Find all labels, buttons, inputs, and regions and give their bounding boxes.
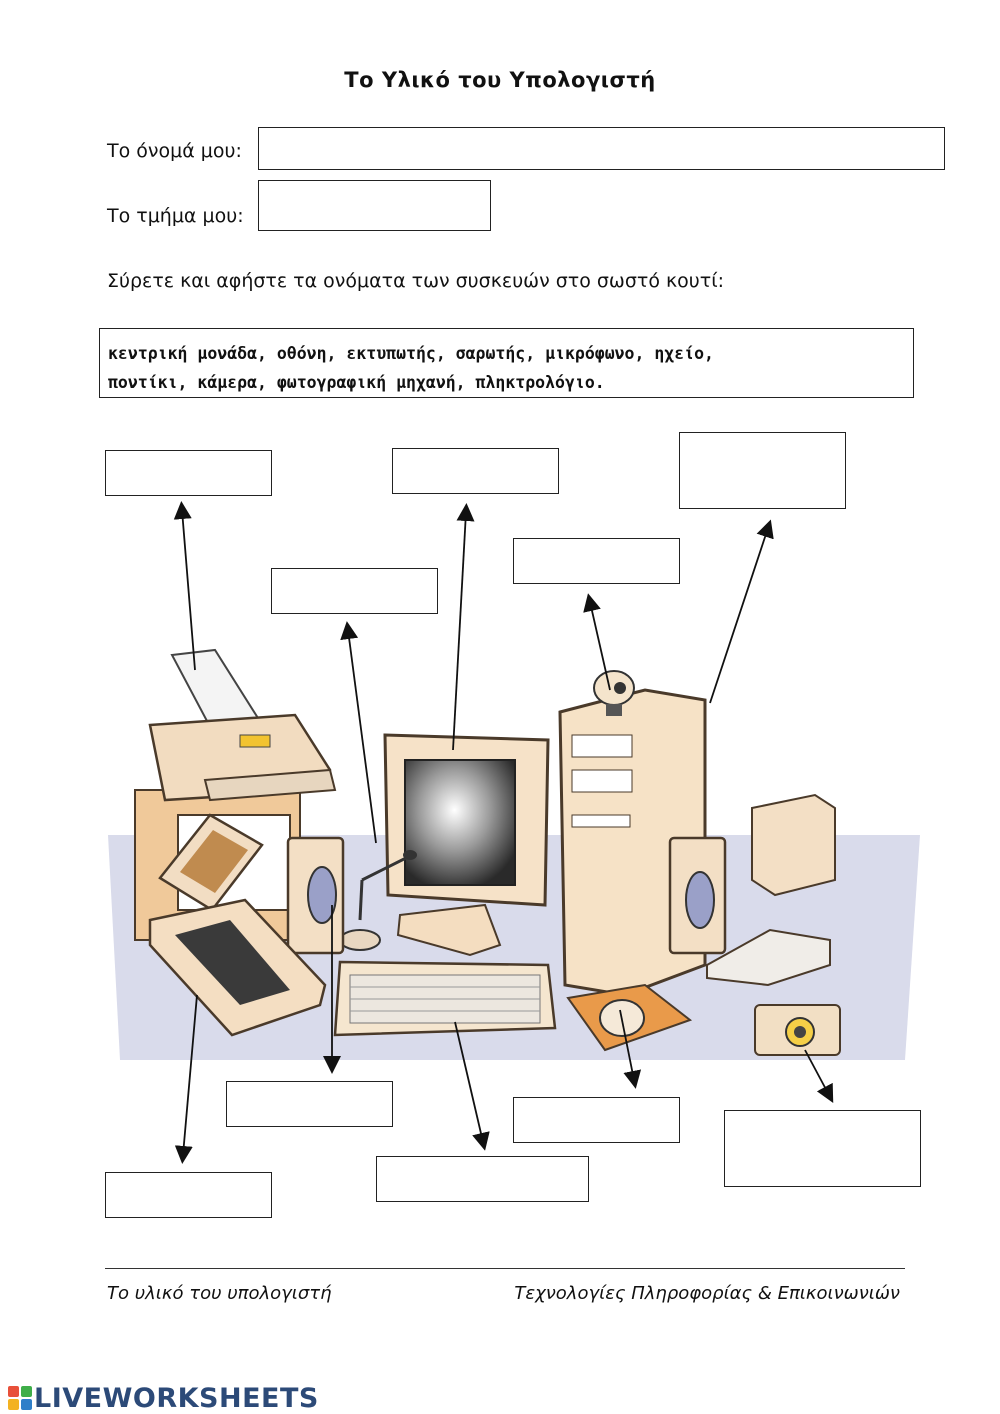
hardware-illustration xyxy=(108,501,920,1164)
page-title: Το Υλικό του Υπολογιστή xyxy=(344,68,656,92)
monitor-icon xyxy=(383,733,550,957)
subwoofer-icon xyxy=(751,793,836,897)
drop-box-monitor[interactable] xyxy=(392,448,559,494)
speaker-icon-right xyxy=(668,836,727,955)
digital-camera-icon xyxy=(754,1004,841,1056)
logo-text: LIVEWORKSHEETS xyxy=(34,1383,319,1414)
name-label: Το όνομά μου: xyxy=(107,140,242,162)
microphone-icon xyxy=(339,850,417,951)
drop-box-digital-camera[interactable] xyxy=(724,1110,921,1187)
drop-box-keyboard[interactable] xyxy=(376,1156,589,1202)
modem-icon xyxy=(706,928,831,987)
drop-box-scanner[interactable] xyxy=(105,1172,272,1218)
drop-box-webcam[interactable] xyxy=(513,538,680,584)
keyboard-icon xyxy=(333,960,557,1037)
class-input[interactable] xyxy=(258,180,491,231)
drop-box-printer[interactable] xyxy=(105,450,272,496)
liveworksheets-logo[interactable]: LIVEWORKSHEETS xyxy=(8,1383,319,1414)
pointer-arrows xyxy=(173,501,834,1164)
word-bank-line-1: κεντρική μονάδα, οθόνη, εκτυπωτής, σαρωτ… xyxy=(108,344,714,363)
word-bank: κεντρική μονάδα, οθόνη, εκτυπωτής, σαρωτ… xyxy=(99,328,914,398)
drop-box-microphone[interactable] xyxy=(271,568,438,614)
webcam-icon xyxy=(593,670,635,716)
name-input[interactable] xyxy=(258,127,945,170)
scanner-icon xyxy=(148,813,327,1037)
drop-box-system-unit[interactable] xyxy=(679,432,846,509)
footer-right: Τεχνολογίες Πληροφορίας & Επικοινωνιών xyxy=(514,1283,900,1304)
footer-divider xyxy=(105,1268,905,1269)
speaker-icon-left xyxy=(286,836,345,955)
liveworksheets-icon xyxy=(8,1386,32,1410)
mouse-icon xyxy=(566,983,693,1052)
drop-box-mouse[interactable] xyxy=(513,1097,680,1143)
instructions: Σύρετε και αφήστε τα ονόματα των συσκευώ… xyxy=(107,270,725,292)
word-bank-line-2: ποντίκι, κάμερα, φωτογραφική μηχανή, πλη… xyxy=(108,373,605,392)
footer-left: Το υλικό του υπολογιστή xyxy=(107,1283,332,1304)
class-label: Το τμήμα μου: xyxy=(107,205,244,227)
drop-box-speaker[interactable] xyxy=(226,1081,393,1127)
